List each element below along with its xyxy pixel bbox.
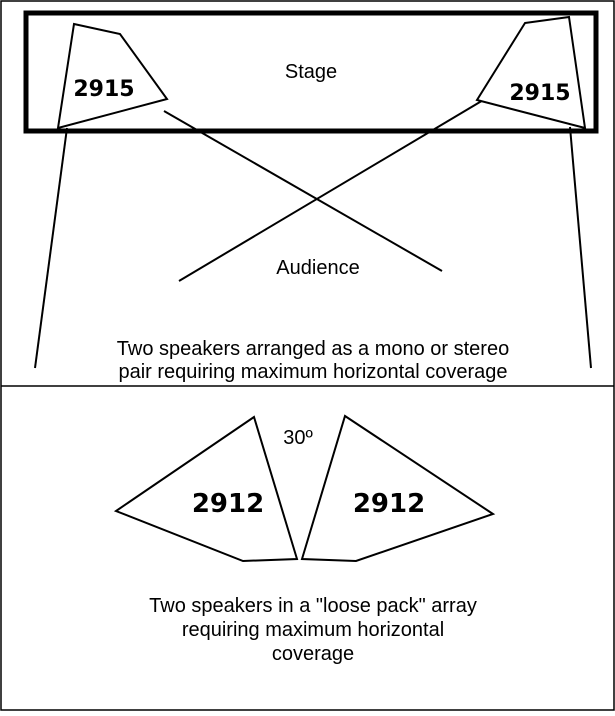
speaker-model-label: 2915: [73, 77, 134, 102]
bottom-caption-line-3: coverage: [272, 643, 354, 665]
top-panel: Stage 2915 2915 Audience Two speakers ar…: [23, 10, 599, 383]
bottom-caption-line-2: requiring maximum horizontal: [182, 619, 444, 641]
speaker-outline: [300, 414, 496, 563]
stage-rect: [23, 10, 599, 134]
right-inner-coverage-line: [178, 98, 486, 282]
speaker-model-label: 2912: [192, 489, 264, 519]
speaker-model-label: 2915: [509, 81, 570, 106]
bottom-panel: 30º 2912 2912 Two speakers in a "loose p…: [113, 414, 496, 665]
audience-label: Audience: [276, 257, 359, 279]
speaker-2912-right: 2912: [300, 414, 496, 563]
speaker-outline: [56, 22, 169, 130]
speaker-2912-left: 2912: [113, 415, 299, 563]
speaker-2915-left: 2915: [56, 22, 169, 130]
speaker-outline: [113, 415, 299, 563]
left-inner-coverage-line: [163, 110, 443, 272]
right-outer-coverage-line: [569, 126, 592, 369]
left-outer-coverage-line: [34, 127, 68, 369]
top-caption-line-2: pair requiring maximum horizontal covera…: [118, 361, 507, 383]
speaker-outline: [475, 15, 587, 130]
bottom-caption-line-1: Two speakers in a "loose pack" array: [149, 595, 477, 617]
speaker-2915-right: 2915: [475, 15, 587, 130]
speaker-model-label: 2912: [353, 489, 425, 519]
angle-label: 30º: [283, 427, 313, 449]
top-caption-line-1: Two speakers arranged as a mono or stere…: [117, 338, 509, 360]
stage-label: Stage: [285, 61, 337, 83]
